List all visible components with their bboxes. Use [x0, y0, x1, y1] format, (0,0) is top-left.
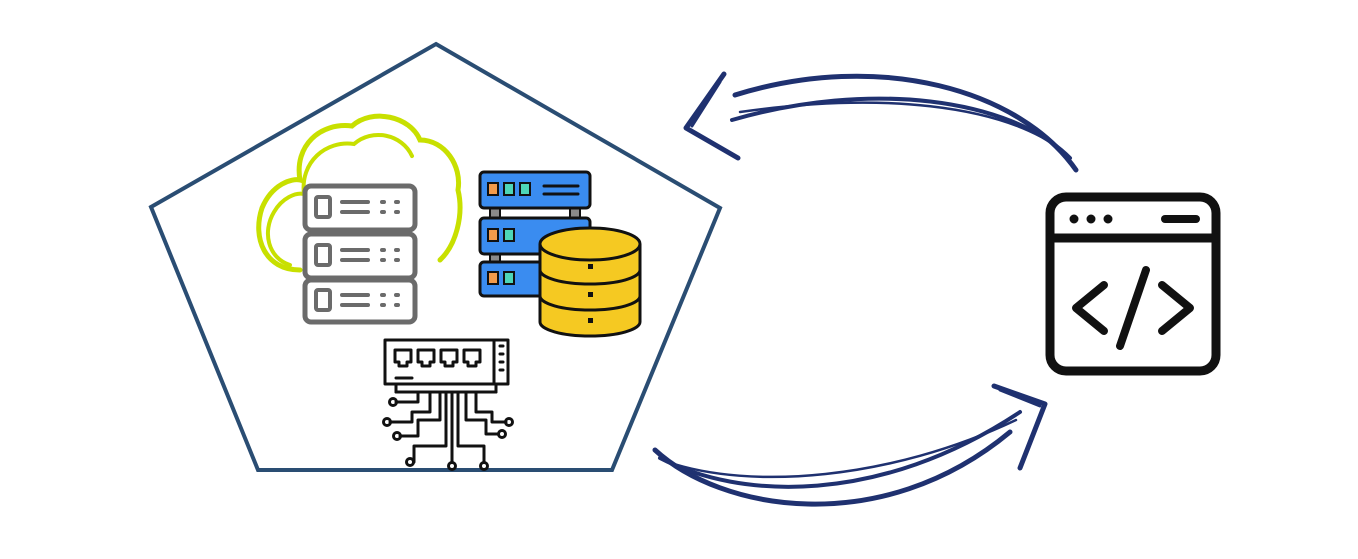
arrow-to-application	[652, 383, 1048, 507]
network-switch-icon	[382, 338, 514, 471]
infrastructure-pentagon	[148, 41, 723, 472]
database-server-icon	[478, 170, 642, 338]
code-window-icon	[1045, 192, 1221, 376]
arrow-to-infrastructure	[683, 71, 1079, 173]
cloud-servers-icon	[256, 113, 463, 325]
